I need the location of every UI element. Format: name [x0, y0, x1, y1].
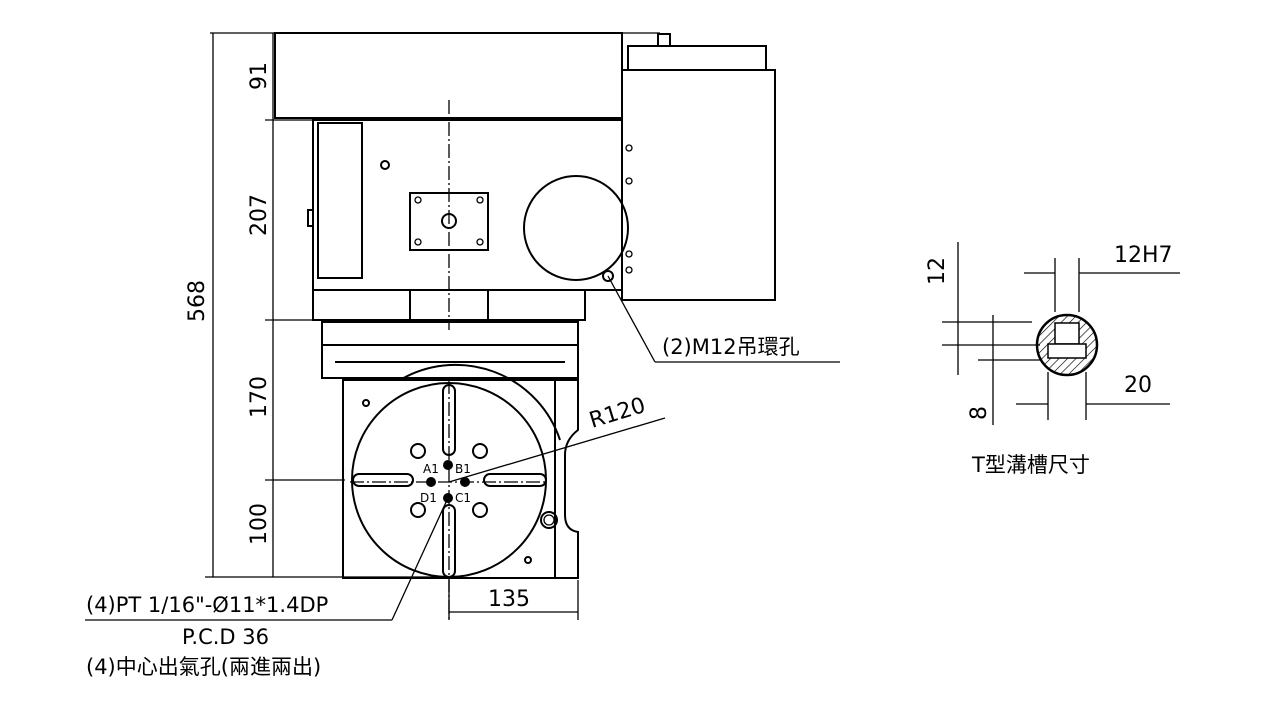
air-port-callout: (4)PT 1/16"-Ø11*1.4DP: [86, 593, 328, 617]
port-label-b1: B1: [455, 462, 471, 476]
port-label-a1: A1: [423, 462, 439, 476]
tslot-depth: 12: [925, 257, 950, 285]
port-label-c1: C1: [455, 491, 471, 505]
tslot-detail: [942, 242, 1180, 425]
tslot-bottom-width: 20: [1124, 373, 1152, 398]
dim-568: 568: [185, 280, 210, 322]
tslot-width: 12H7: [1114, 243, 1173, 268]
port-label-d1: D1: [420, 491, 437, 505]
dim-135: 135: [488, 587, 530, 612]
tslot-title: T型溝槽尺寸: [971, 453, 1090, 477]
lifting-hole-callout: (2)M12吊環孔: [662, 335, 800, 359]
dim-207: 207: [247, 194, 272, 236]
center-air-holes-label: (4)中心出氣孔(兩進兩出): [86, 655, 321, 679]
pcd-label: P.C.D 36: [182, 625, 269, 649]
dim-r120: R120: [586, 393, 648, 434]
leader-lines: [85, 275, 840, 621]
tslot-bottom-height: 8: [967, 406, 992, 420]
dim-100: 100: [247, 503, 272, 545]
dim-91: 91: [247, 62, 272, 90]
dim-170: 170: [247, 376, 272, 418]
rotary-table-body: [274, 32, 776, 620]
